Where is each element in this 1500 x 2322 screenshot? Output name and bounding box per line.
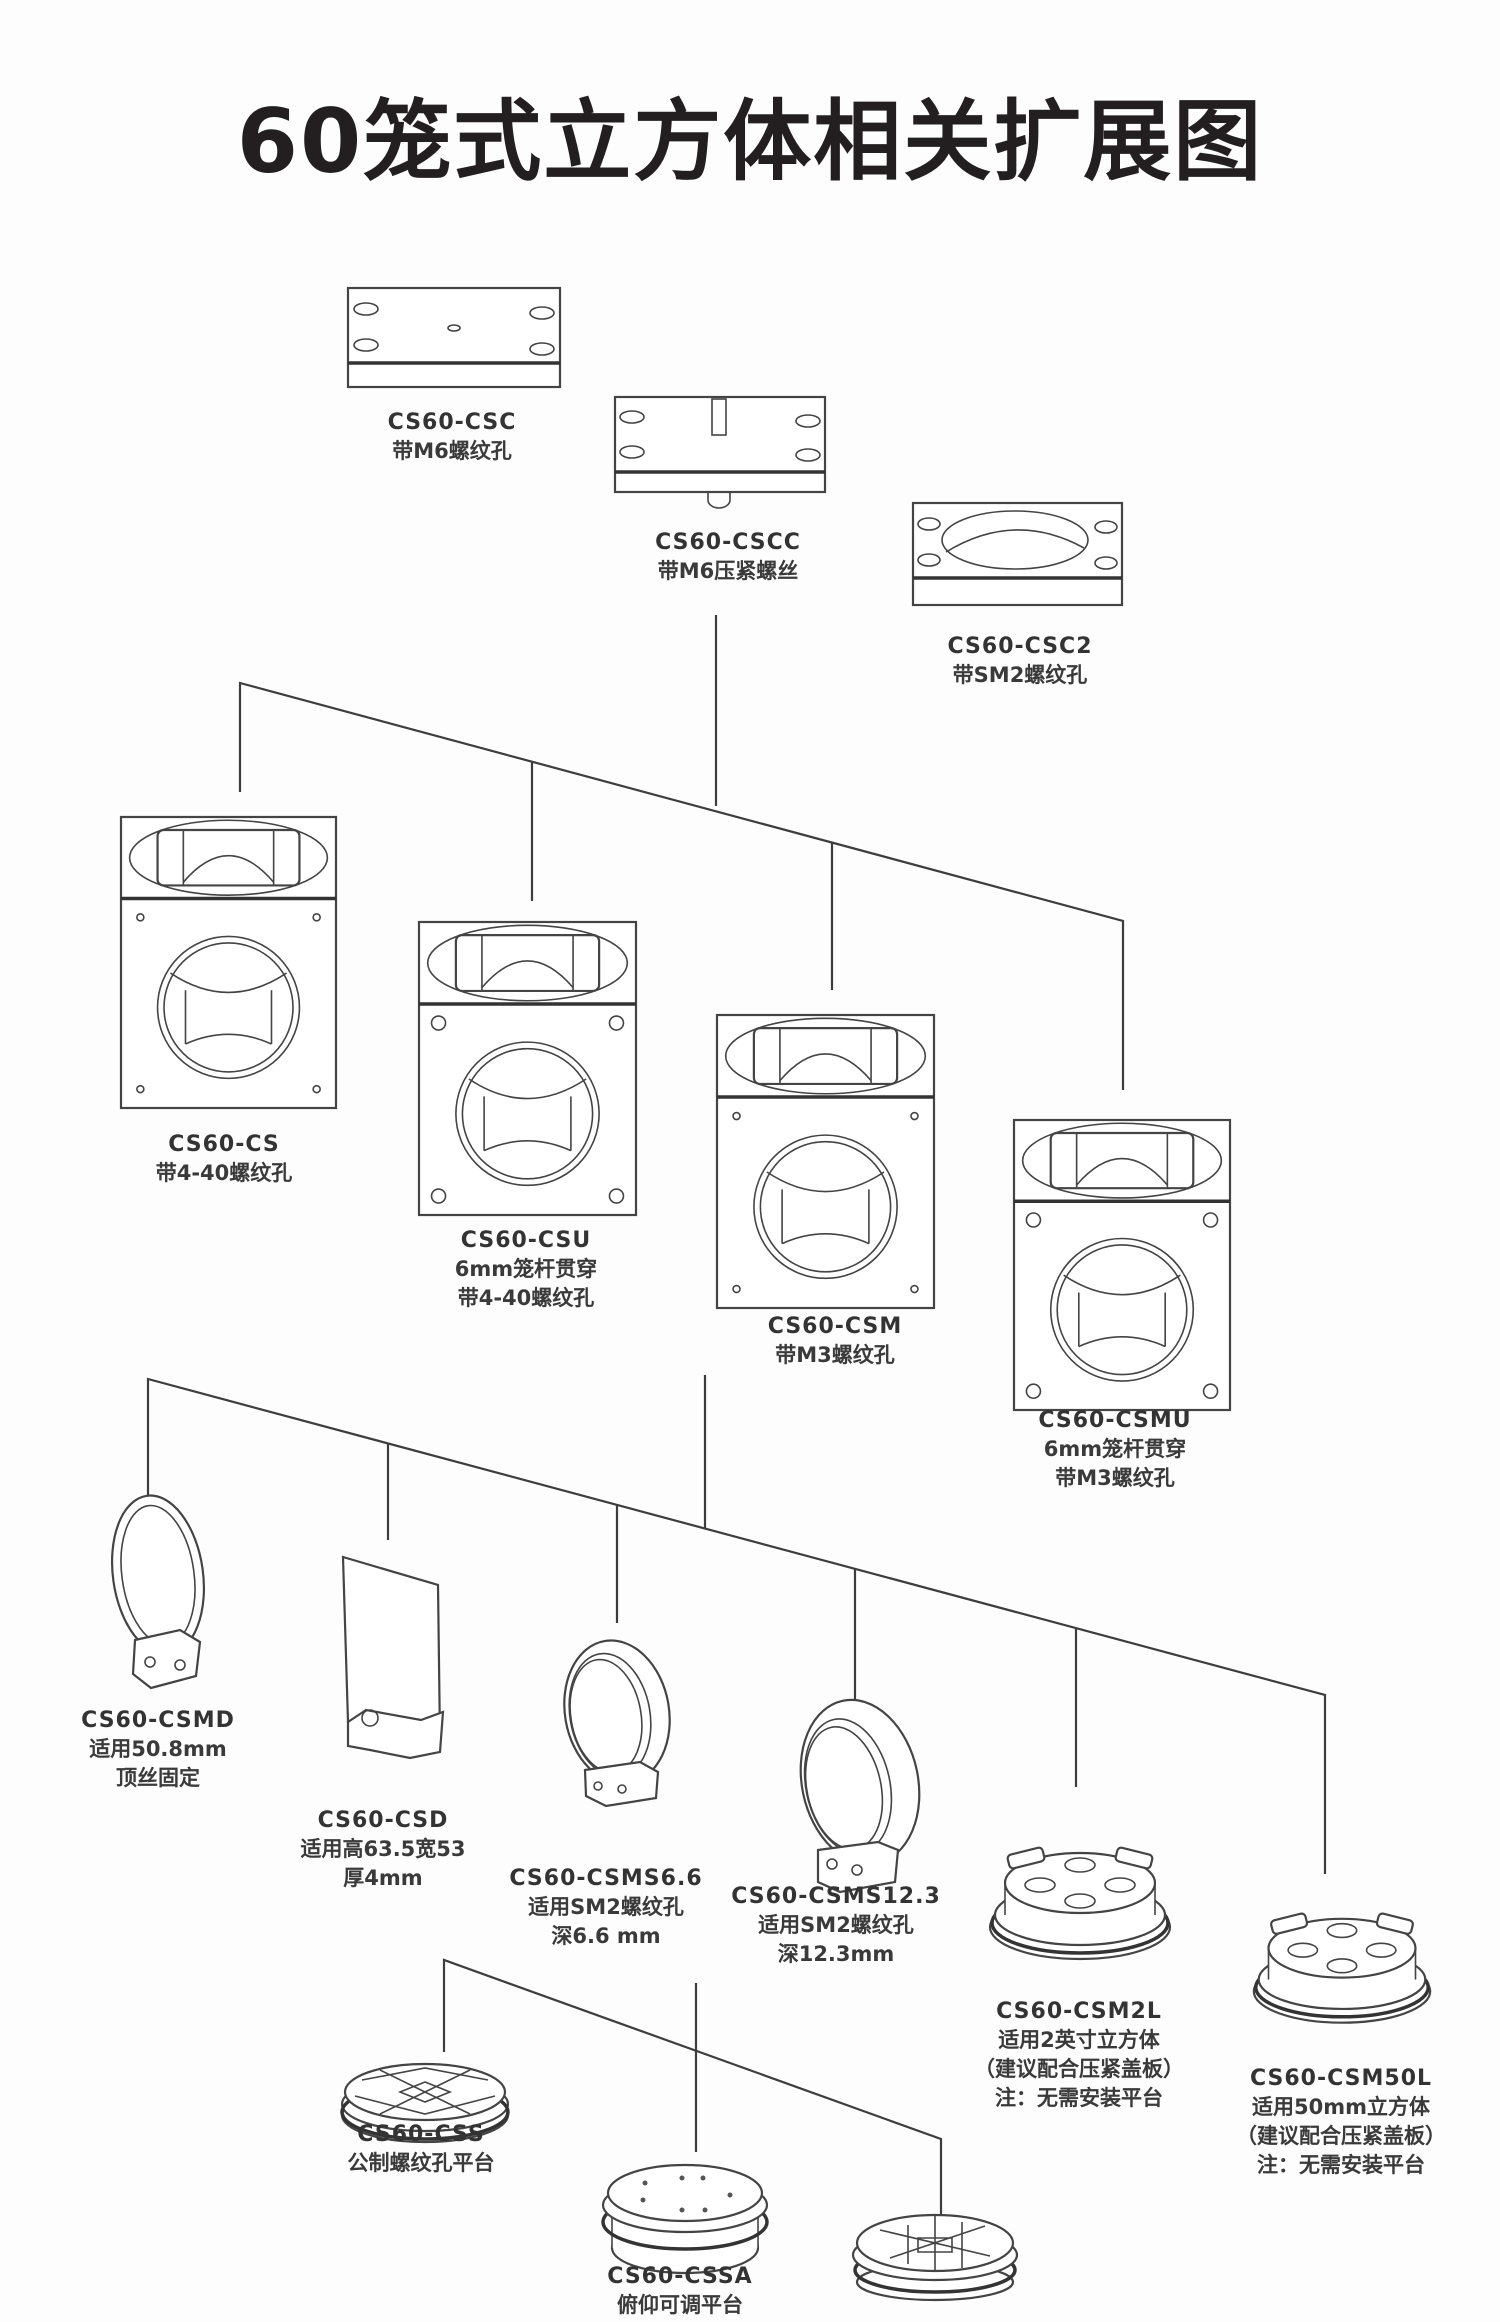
part-image-csu — [417, 920, 638, 1217]
part-desc: 注：无需安装平台 — [995, 2086, 1163, 2110]
label-csmu: CS60-CSMU 6mm笼杆贯穿 带M3螺纹孔 — [1038, 1406, 1191, 1493]
label-csc2: CS60-CSC2 带SM2螺纹孔 — [948, 632, 1093, 690]
part-code: CS60-CSMD — [81, 1708, 235, 1733]
connector-diagonal-platforms — [442, 1958, 943, 2255]
part-desc: 带4-40螺纹孔 — [457, 1286, 595, 1310]
part-code: CS60-CSCC — [655, 530, 801, 555]
part-image-csm2l — [988, 1846, 1172, 1961]
part-code: CS60-CSC2 — [947, 634, 1093, 659]
part-image-csd — [341, 1555, 445, 1760]
part-code: CS60-CSC — [387, 410, 517, 435]
cube-images — [119, 815, 1232, 1412]
part-image-cs — [119, 815, 338, 1110]
page-title: 60笼式立方体相关扩展图 — [236, 90, 1264, 193]
part-image-cssa — [601, 2163, 769, 2275]
part-desc: 带SM2螺纹孔 — [952, 663, 1088, 687]
part-desc: 带M6压紧螺丝 — [657, 559, 799, 583]
part-code: CS60-CSU — [460, 1228, 592, 1253]
part-desc: （建议配合压紧盖板） — [974, 2057, 1184, 2081]
label-csms123: CS60-CSMS12.3 适用SM2螺纹孔 深12.3mm — [731, 1882, 941, 1969]
part-desc: 带M3螺纹孔 — [775, 1343, 895, 1367]
part-desc: 适用SM2螺纹孔 — [528, 1895, 684, 1919]
part-desc: 顶丝固定 — [115, 1766, 200, 1790]
connector-diagonal-cubes — [238, 681, 1125, 1090]
part-desc: （建议配合压紧盖板） — [1236, 2124, 1446, 2148]
part-image-css — [340, 2062, 510, 2144]
label-cssa: CS60-CSSA 俯仰可调平台 — [607, 2262, 752, 2320]
part-code: CS60-CSMS12.3 — [731, 1884, 941, 1909]
part-image-csm50l — [1252, 1912, 1432, 2024]
part-desc: 适用2英寸立方体 — [998, 2028, 1160, 2052]
part-desc: 带M6螺纹孔 — [392, 439, 512, 463]
label-cscc: CS60-CSCC 带M6压紧螺丝 — [655, 528, 801, 586]
label-cs: CS60-CS 带4-40螺纹孔 — [156, 1130, 293, 1188]
label-csu: CS60-CSU 6mm笼杆贯穿 带4-40螺纹孔 — [455, 1226, 597, 1313]
part-image-csms123 — [799, 1698, 921, 1894]
part-desc: 厚4mm — [343, 1866, 423, 1890]
part-code: CS60-CSMU — [1038, 1408, 1192, 1433]
part-desc: 注：无需安装平台 — [1257, 2153, 1425, 2177]
part-image-platform-unlabeled — [851, 2213, 1019, 2302]
part-desc: 深6.6 mm — [551, 1924, 661, 1948]
label-csm2l: CS60-CSM2L 适用2英寸立方体 （建议配合压紧盖板） 注：无需安装平台 — [974, 1997, 1184, 2113]
part-desc: 俯仰可调平台 — [617, 2293, 743, 2317]
part-image-csc2 — [911, 501, 1124, 607]
part-code: CS60-CSM — [767, 1314, 903, 1339]
label-csm: CS60-CSM 带M3螺纹孔 — [768, 1312, 902, 1370]
part-code: CS60-CSMS6.6 — [509, 1866, 703, 1891]
part-image-cscc — [613, 395, 827, 509]
part-desc: 适用50.8mm — [89, 1737, 227, 1761]
label-csc: CS60-CSC 带M6螺纹孔 — [388, 408, 517, 466]
part-desc: 适用高63.5宽53 — [300, 1837, 466, 1861]
part-desc: 适用SM2螺纹孔 — [758, 1913, 914, 1937]
label-css: CS60-CSS 公制螺纹孔平台 — [348, 2120, 495, 2178]
part-desc: 带4-40螺纹孔 — [155, 1161, 293, 1185]
part-image-csmd — [110, 1494, 206, 1690]
part-desc: 适用50mm立方体 — [1252, 2095, 1430, 2119]
label-csms66: CS60-CSMS6.6 适用SM2螺纹孔 深6.6 mm — [509, 1864, 702, 1951]
part-code: CS60-CSM50L — [1249, 2066, 1433, 2091]
part-desc: 公制螺纹孔平台 — [347, 2151, 495, 2175]
label-csm50l: CS60-CSM50L 适用50mm立方体 （建议配合压紧盖板） 注：无需安装平… — [1236, 2064, 1446, 2180]
part-image-csms66 — [563, 1639, 671, 1808]
connector-diagonal-mounts — [146, 1377, 1327, 1874]
part-code: CS60-CS — [168, 1132, 280, 1157]
part-image-csm — [715, 1013, 936, 1310]
part-desc: 深12.3mm — [777, 1942, 895, 1966]
part-image-csmu — [1012, 1118, 1232, 1412]
connector-lines — [146, 615, 1327, 2255]
label-csmd: CS60-CSMD 适用50.8mm 顶丝固定 — [81, 1706, 235, 1793]
part-desc: 带M3螺纹孔 — [1055, 1466, 1175, 1490]
part-code: CS60-CSD — [317, 1808, 449, 1833]
part-code: CS60-CSM2L — [996, 1999, 1162, 2024]
part-desc: 6mm笼杆贯穿 — [1043, 1437, 1187, 1461]
label-csd: CS60-CSD 适用高63.5宽53 厚4mm — [300, 1806, 465, 1893]
part-desc: 6mm笼杆贯穿 — [454, 1257, 598, 1281]
part-code: CS60-CSSA — [607, 2264, 753, 2289]
part-code: CS60-CSS — [357, 2122, 485, 2147]
part-image-csc — [346, 286, 562, 389]
